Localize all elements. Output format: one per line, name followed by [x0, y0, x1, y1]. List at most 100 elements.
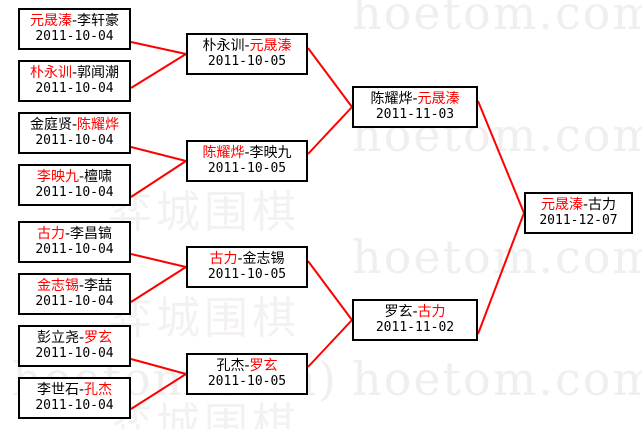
match-date: 2011-10-05: [207, 160, 287, 176]
player-left: 古力: [36, 225, 65, 242]
player-right: 罗玄: [84, 329, 113, 346]
player-left: 古力: [209, 250, 238, 267]
player-right: 元晟溱: [417, 90, 460, 107]
player-right: 元晟溱: [249, 37, 292, 54]
connector-line: [307, 260, 353, 321]
connector-line: [130, 41, 187, 55]
player-left: 陈耀烨: [202, 144, 245, 161]
match-date: 2011-10-05: [207, 53, 287, 69]
connector-line: [130, 253, 187, 268]
match-players: 古力-李昌镐: [36, 225, 113, 243]
player-left: 元晟溱: [29, 12, 72, 29]
match-players: 元晟溱-李轩豪: [29, 12, 120, 30]
connector-line: [130, 146, 187, 162]
player-right: 李喆: [84, 277, 113, 294]
match-players: 李世石-孔杰: [36, 381, 113, 399]
player-left: 朴永训: [202, 37, 245, 54]
player-right: 孔杰: [84, 381, 113, 398]
connector-line: [477, 212, 525, 335]
player-right: 李轩豪: [77, 12, 120, 29]
match-date: 2011-10-05: [207, 266, 287, 282]
player-left: 元晟溱: [540, 196, 583, 213]
player-right: 檀啸: [84, 168, 113, 185]
match-players: 彭立尧-罗玄: [36, 329, 113, 347]
match-date: 2011-10-04: [35, 28, 114, 44]
connector-line: [130, 358, 187, 375]
connector-line: [130, 266, 187, 303]
match-date: 2011-10-04: [35, 293, 114, 309]
match-date: 2011-10-04: [35, 132, 114, 148]
player-separator: -: [582, 196, 589, 213]
match-players: 陈耀烨-李映九: [202, 144, 292, 162]
player-separator: -: [64, 225, 71, 242]
match-players: 罗玄-古力: [384, 303, 446, 321]
connector-line: [477, 100, 525, 214]
player-right: 陈耀烨: [77, 116, 120, 133]
connector-line: [130, 53, 187, 89]
match-date: 2011-10-04: [35, 184, 114, 200]
match-date: 2011-10-05: [207, 373, 287, 389]
player-separator: -: [412, 303, 418, 320]
player-left: 罗玄: [384, 303, 413, 320]
player-right: 李映九: [249, 144, 292, 161]
player-left: 李映九: [36, 168, 79, 185]
player-left: 李世石: [36, 381, 79, 398]
match-players: 金志锡-李喆: [36, 277, 113, 295]
player-separator: -: [71, 12, 78, 29]
match-date: 2011-11-02: [375, 319, 455, 335]
match-players: 金庭贤-陈耀烨: [29, 116, 120, 134]
match-players: 元晟溱-古力: [540, 196, 617, 214]
player-right: 古力: [417, 303, 446, 320]
match-players: 陈耀烨-元晟溱: [370, 90, 460, 108]
connector-line: [130, 373, 187, 410]
player-separator: -: [71, 64, 78, 81]
player-left: 金志锡: [36, 277, 79, 294]
player-right: 古力: [588, 196, 617, 213]
match-players: 朴永训-郭闻潮: [29, 64, 120, 82]
match-players: 孔杰-罗玄: [216, 357, 278, 375]
connector-line: [307, 319, 353, 368]
match-players: 朴永训-元晟溱: [202, 37, 292, 55]
connector-line: [130, 160, 187, 198]
player-separator: -: [412, 90, 418, 107]
player-left: 孔杰: [216, 357, 245, 374]
player-left: 彭立尧: [36, 329, 79, 346]
connector-line: [307, 47, 353, 108]
player-right: 李昌镐: [70, 225, 113, 242]
player-left: 朴永训: [29, 64, 72, 81]
connector-line: [307, 106, 353, 155]
player-right: 郭闻潮: [77, 64, 120, 81]
player-separator: -: [244, 357, 250, 374]
match-players: 李映九-檀啸: [36, 168, 113, 186]
player-separator: -: [78, 329, 85, 346]
player-separator: -: [237, 250, 243, 267]
player-right: 金志锡: [242, 250, 285, 267]
player-separator: -: [78, 168, 85, 185]
player-separator: -: [78, 277, 85, 294]
player-left: 陈耀烨: [370, 90, 413, 107]
player-separator: -: [244, 37, 250, 54]
match-date: 2011-10-04: [35, 80, 114, 96]
player-left: 金庭贤: [29, 116, 72, 133]
player-separator: -: [71, 116, 78, 133]
player-separator: -: [244, 144, 250, 161]
player-right: 罗玄: [249, 357, 278, 374]
match-date: 2011-10-04: [35, 345, 114, 361]
